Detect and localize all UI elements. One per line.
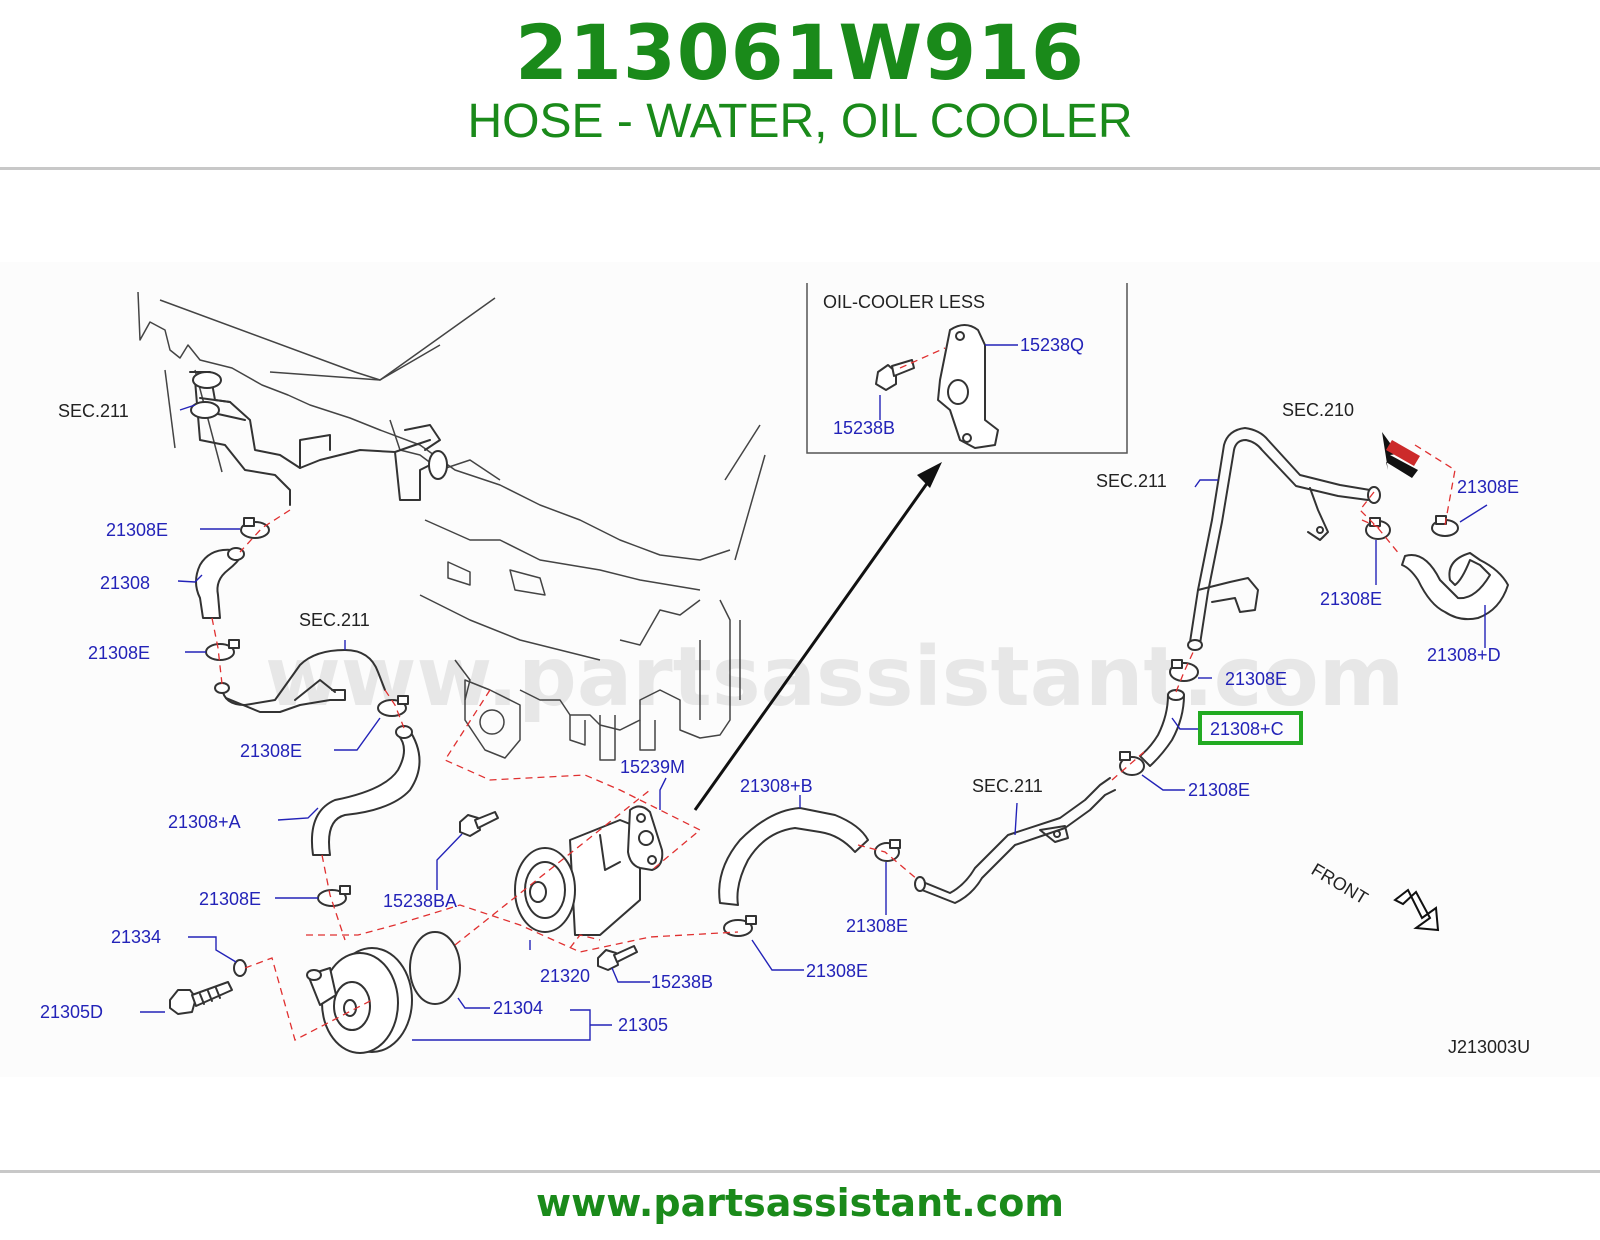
hose-21308 — [195, 547, 245, 619]
clamp-21308e-5 — [723, 915, 757, 937]
front-label: FRONT — [1308, 859, 1371, 908]
label-sec211-upper-left: SEC.211 — [58, 401, 129, 421]
front-direction-indicator: FRONT — [1308, 859, 1440, 932]
part-title: HOSE - WATER, OIL COOLER — [467, 95, 1133, 148]
o-ring-21304 — [409, 931, 461, 1005]
label-21308-b: 21308+B — [740, 776, 813, 796]
label-21308e-1: 21308E — [106, 520, 168, 540]
clamp-21308e-8 — [1169, 659, 1199, 682]
right-vertical-pipe — [1187, 427, 1381, 651]
label-21308e-6: 21308E — [806, 961, 868, 981]
label-21308-d: 21308+D — [1427, 645, 1501, 665]
upper-left-pipe — [189, 371, 448, 506]
bolt-15238ba — [459, 811, 499, 837]
inset-pointer-arrow — [693, 462, 942, 811]
label-21308: 21308 — [100, 573, 150, 593]
label-sec211-right: SEC.211 — [1096, 471, 1167, 491]
label-15239m: 15239M — [620, 757, 685, 777]
label-15238b-inset: 15238B — [833, 418, 895, 438]
label-21308e-7: 21308E — [1188, 780, 1250, 800]
engine-block-drawing — [137, 291, 766, 761]
hose-21308-d — [1401, 552, 1509, 621]
label-21308e-10: 21308E — [1320, 589, 1382, 609]
middle-left-tube — [214, 649, 386, 713]
water-pump-21320 — [514, 819, 641, 936]
label-21305d: 21305D — [40, 1002, 103, 1022]
clamp-21308e-7 — [1119, 751, 1145, 776]
oil-cooler-21305 — [306, 947, 413, 1054]
clamp-21308e-4 — [317, 885, 351, 907]
label-15238q: 15238Q — [1020, 335, 1084, 355]
footer-url[interactable]: www.partsassistant.com — [536, 1181, 1064, 1225]
label-21308e-4: 21308E — [199, 889, 261, 909]
clamp-21308e-6 — [874, 839, 901, 862]
washer-21334 — [233, 959, 247, 977]
hose-21308-b — [718, 807, 869, 906]
clamp-21308e-1 — [240, 517, 270, 539]
inset-oil-cooler-less: OIL-COOLER LESS 15238Q 15238B — [806, 283, 1128, 454]
clamp-21308e-9 — [1431, 515, 1459, 537]
diagram-area: www.partsassistant.com — [0, 262, 1600, 1077]
hose-21308-a — [311, 725, 421, 856]
bolt-15238b — [597, 945, 638, 971]
label-21334: 21334 — [111, 927, 161, 947]
label-21308e-5: 21308E — [846, 916, 908, 936]
label-21320: 21320 — [540, 966, 590, 986]
label-21308-a: 21308+A — [168, 812, 241, 832]
diagram-labels: SEC.211 SEC.211 SEC.211 SEC.211 SEC.210 … — [40, 400, 1530, 1057]
header-divider — [0, 167, 1600, 170]
footer-divider — [0, 1170, 1600, 1173]
dashed-connections — [211, 444, 1456, 1041]
hose-21308-c — [1139, 689, 1185, 767]
label-15238ba: 15238BA — [383, 891, 457, 911]
label-21304: 21304 — [493, 998, 543, 1018]
lower-right-tube — [914, 777, 1116, 904]
clamp-21308e-2 — [205, 639, 240, 661]
part-number: 213061W916 — [515, 8, 1085, 97]
label-21308e-9: 21308E — [1457, 477, 1519, 497]
label-sec211-middle-left: SEC.211 — [299, 610, 370, 630]
label-21308e-3: 21308E — [240, 741, 302, 761]
highlight-box-21308-c — [1198, 711, 1303, 745]
label-21308e-8: 21308E — [1225, 669, 1287, 689]
label-21308-c: 21308+C — [1210, 719, 1284, 739]
label-sec211-lower-right: SEC.211 — [972, 776, 1043, 796]
gasket-15239m — [627, 805, 664, 871]
page-header: 213061W916 HOSE - WATER, OIL COOLER — [0, 0, 1600, 170]
direction-arrow-sec210 — [1382, 432, 1420, 478]
parts-diagram: www.partsassistant.com — [40, 283, 1530, 1057]
label-sec210: SEC.210 — [1282, 400, 1354, 420]
bolt-21305d — [169, 981, 233, 1015]
inset-title: OIL-COOLER LESS — [823, 292, 985, 312]
watermark-text: www.partsassistant.com — [265, 630, 1404, 725]
leader-lines — [140, 404, 1488, 1041]
label-21305: 21305 — [618, 1015, 668, 1035]
label-15238b: 15238B — [651, 972, 713, 992]
label-21308e-2: 21308E — [88, 643, 150, 663]
diagram-code: J213003U — [1448, 1037, 1530, 1057]
